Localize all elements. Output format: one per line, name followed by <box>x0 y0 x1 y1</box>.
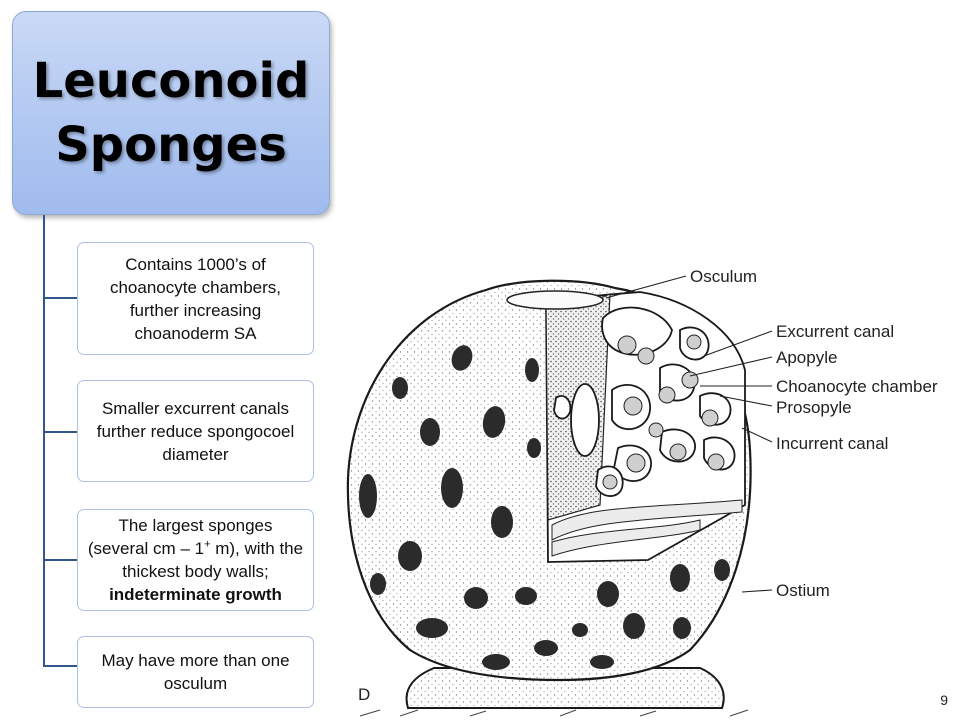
info-card-4: May have more than one osculum <box>77 636 314 708</box>
ground <box>359 709 749 717</box>
label-excurrent-canal: Excurrent canal <box>776 322 894 341</box>
sponge-base <box>405 667 725 709</box>
info-card-3-text: The largest sponges (several cm – 1+ m),… <box>86 514 305 606</box>
inner-canals <box>551 499 743 557</box>
info-card-2: Smaller excurrent canals further reduce … <box>77 380 314 482</box>
label-choanocyte-chamber: Choanocyte chamber <box>776 377 938 396</box>
title-box: Leuconoid Sponges <box>12 11 330 215</box>
info-card-1: Contains 1000’s of choanocyte chambers, … <box>77 242 314 355</box>
info-card-3: The largest sponges (several cm – 1+ m),… <box>77 509 314 611</box>
slide-number: 9 <box>940 692 948 708</box>
leader-lines <box>605 275 773 593</box>
panel-letter: D <box>358 685 370 704</box>
tree-connector-1 <box>43 297 78 299</box>
tree-connector-2 <box>43 431 78 433</box>
tree-connector-4 <box>43 665 78 667</box>
label-prosopyle: Prosopyle <box>776 398 852 417</box>
tree-connector-3 <box>43 559 78 561</box>
diagram-labels: Osculum Excurrent canal Apopyle Choanocy… <box>358 267 938 704</box>
tree-connector-vertical <box>43 215 45 666</box>
info-card-3-pre: The largest sponges (several cm – 1 <box>87 516 273 558</box>
title-line-2: Sponges <box>55 117 287 173</box>
label-incurrent-canal: Incurrent canal <box>776 434 888 453</box>
ostia <box>359 345 730 670</box>
title-line-1: Leuconoid <box>32 53 310 109</box>
info-card-4-text: May have more than one osculum <box>101 651 290 693</box>
label-apopyle: Apopyle <box>776 348 837 367</box>
info-card-3-sup: + <box>204 538 211 551</box>
label-ostium: Ostium <box>776 581 830 600</box>
leuconoid-sponge-diagram: Osculum Excurrent canal Apopyle Choanocy… <box>346 267 938 717</box>
info-card-3-bold: indeterminate growth <box>109 585 282 604</box>
choanocyte-chambers <box>602 334 725 490</box>
info-card-1-text: Contains 1000’s of choanocyte chambers, … <box>109 254 282 343</box>
label-osculum: Osculum <box>690 267 757 286</box>
info-card-2-text: Smaller excurrent canals further reduce … <box>96 398 295 464</box>
info-card-3-post: m), with the thickest body walls; <box>122 539 304 581</box>
